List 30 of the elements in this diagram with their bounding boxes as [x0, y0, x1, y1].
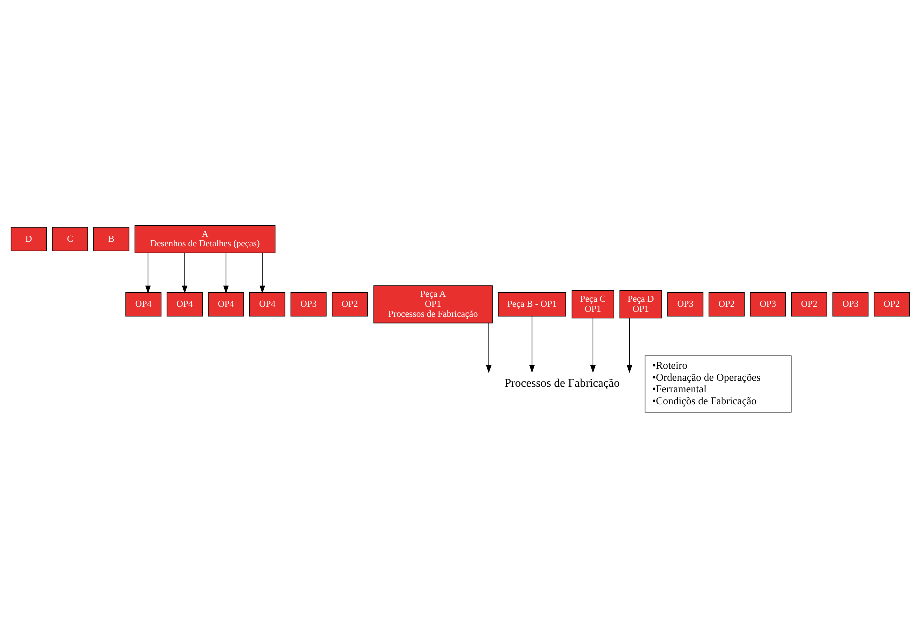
node-box: OP4 [208, 292, 244, 317]
node-box: OP2 [708, 292, 745, 317]
node-box: C [52, 227, 88, 252]
arrow [486, 323, 492, 374]
node-box: •Roteiro •Ordenação de Operações •Ferramental •Condiçõs de Fabricação [644, 356, 792, 413]
arrow [146, 252, 152, 294]
arrow [223, 252, 229, 294]
arrow [590, 318, 596, 374]
node-box: OP3 [750, 292, 786, 317]
node-box: D [10, 227, 48, 252]
arrow [182, 252, 188, 294]
node-box: OP4 [166, 292, 203, 317]
node-box: OP2 [791, 292, 828, 317]
node-box: OP4 [126, 292, 162, 317]
node-box: OP3 [290, 292, 327, 317]
node-box: OP2 [874, 292, 910, 317]
node-box: Peça A OP1 Processos de Fabricação [374, 286, 493, 324]
node-text: Processos de Fabricação [504, 376, 620, 390]
arrow [626, 318, 632, 374]
arrow [260, 252, 266, 294]
node-box: Peça D OP1 [620, 290, 662, 319]
arrow [530, 316, 536, 374]
node-box: OP2 [332, 292, 368, 317]
node-box: OP3 [668, 292, 704, 317]
node-box: Peça C OP1 [572, 290, 614, 319]
node-box: Peça B - OP1 [498, 292, 566, 317]
node-box: OP3 [832, 292, 869, 317]
node-box: B [94, 227, 130, 252]
node-box: OP4 [250, 292, 286, 317]
node-box: A Desenhos de Detalhes (peças) [134, 225, 276, 254]
